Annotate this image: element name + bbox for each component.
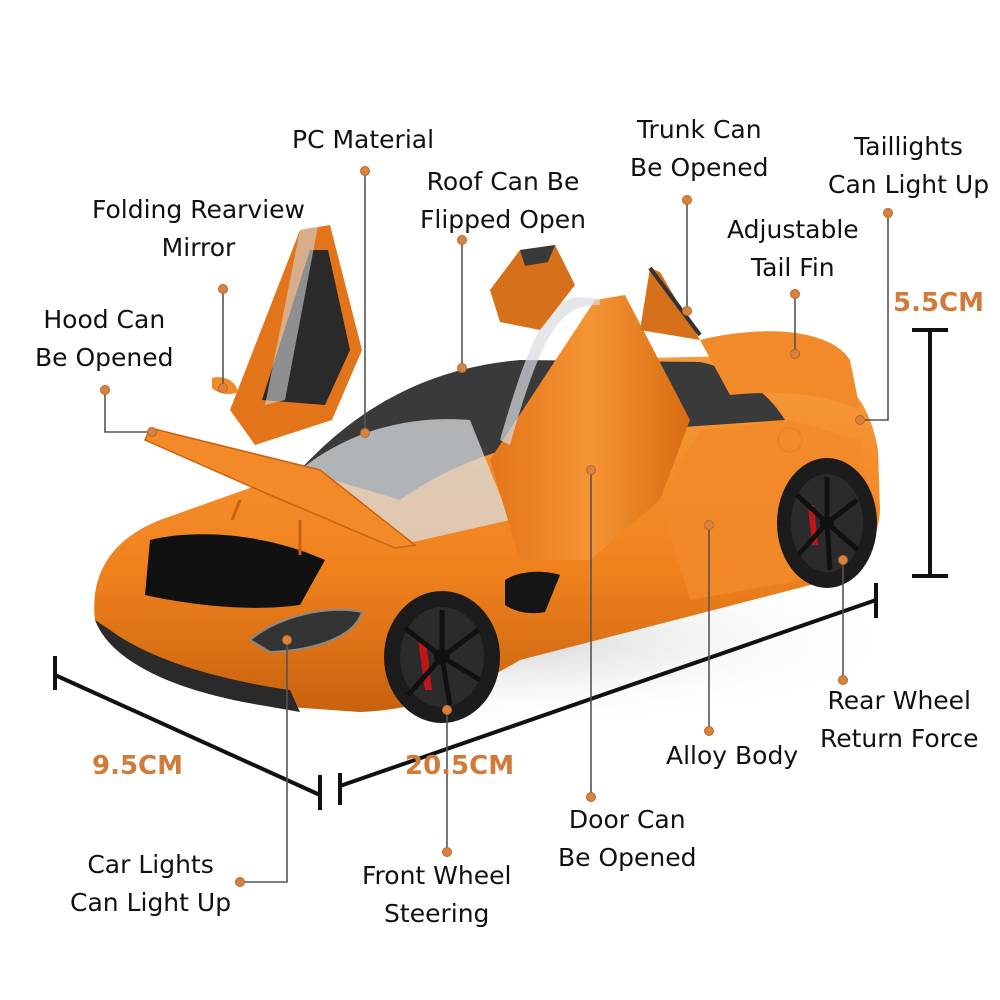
- label-pc-material: PC Material: [292, 125, 435, 154]
- car-body: [94, 331, 880, 712]
- right-door-open: [490, 295, 690, 560]
- label-roof: Roof Can Be Flipped Open: [420, 167, 586, 234]
- headlight: [248, 608, 364, 654]
- label-taillights: Taillights Can Light Up: [828, 132, 990, 199]
- label-folding-mirror: Folding Rearview Mirror: [92, 195, 306, 262]
- front-splitter: [95, 620, 300, 712]
- label-door: Door Can Be Opened: [558, 805, 697, 872]
- front-wheel: [384, 591, 500, 723]
- dimension-lines: [53, 328, 948, 810]
- roof-panel-open: [490, 245, 575, 330]
- label-hood: Hood Can Be Opened: [35, 305, 174, 372]
- label-front-wheel: Front Wheel Steering: [362, 861, 512, 928]
- label-car-lights: Car Lights Can Light Up: [70, 850, 232, 917]
- dimension-height: 5.5CM: [893, 288, 985, 318]
- side-intake: [505, 571, 560, 614]
- callout-lines: [104, 171, 889, 883]
- rear-wheel: [777, 458, 877, 588]
- label-tail-fin: Adjustable Tail Fin: [727, 215, 859, 282]
- opened-hood: [144, 427, 417, 549]
- label-alloy-body: Alloy Body: [666, 741, 799, 770]
- windshield: [300, 419, 510, 545]
- front-trunk: [145, 534, 325, 608]
- dimension-width: 9.5CM: [92, 751, 184, 781]
- label-rear-wheel: Rear Wheel Return Force: [820, 686, 979, 753]
- trunk-lid-open: [640, 268, 700, 340]
- brake-caliper: [418, 640, 432, 690]
- rear-spoiler: [700, 331, 860, 410]
- callout-dots: [100, 166, 893, 887]
- left-door-open: [212, 225, 362, 445]
- label-trunk: Trunk Can Be Opened: [630, 115, 769, 182]
- dimension-length: 20.5CM: [405, 751, 515, 781]
